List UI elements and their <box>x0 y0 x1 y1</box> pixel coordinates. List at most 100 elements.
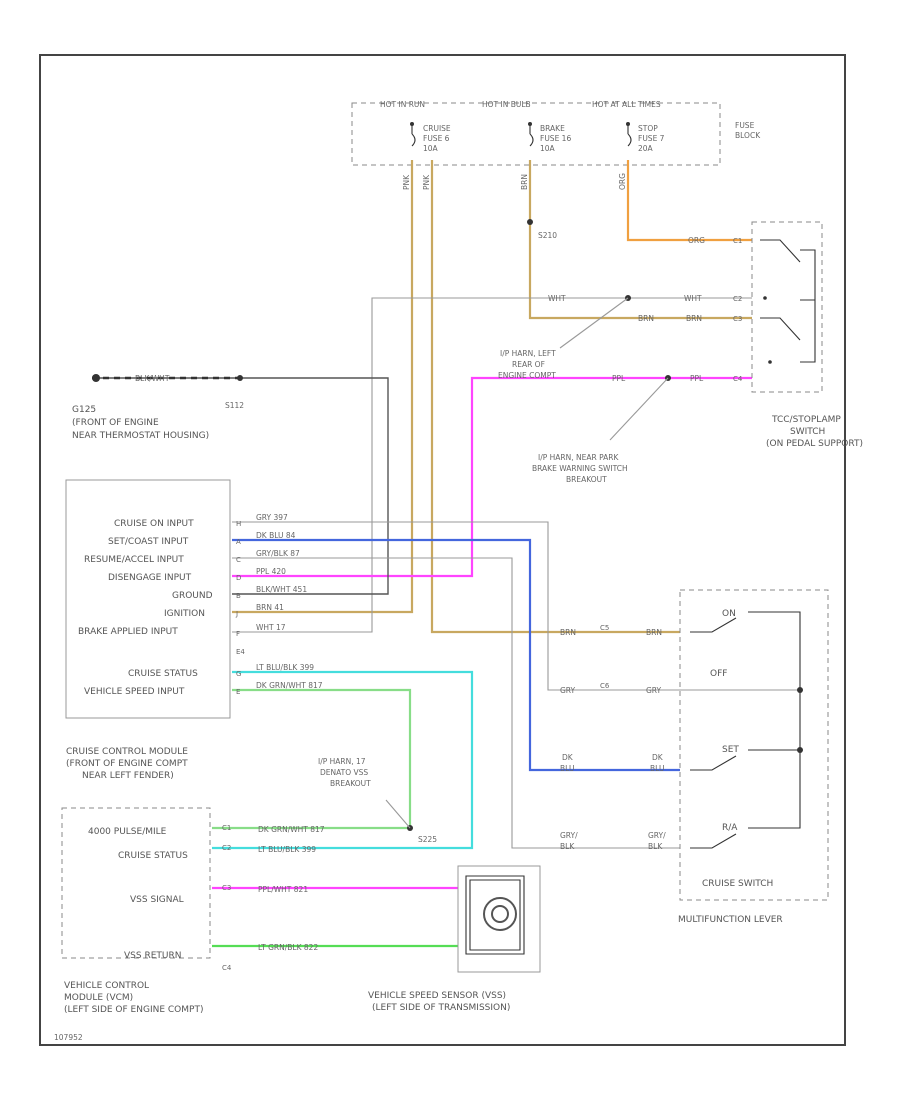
tag-wht-1: WHT <box>548 294 566 303</box>
wire-dkblu-set-coast <box>232 538 680 772</box>
ground-g125-terminal <box>92 374 100 382</box>
leader-harn-left <box>559 297 629 349</box>
wire-ppl-disengage <box>232 376 752 578</box>
splice-s210-dot <box>527 219 533 225</box>
switch-pos-off: OFF <box>710 669 727 679</box>
module-pin-extra: E4 <box>236 648 245 656</box>
module-pin: J <box>235 610 238 618</box>
tcc-pin-c2: C2 <box>733 295 742 303</box>
module-wire-label: PPL 420 <box>256 567 286 576</box>
module-pin: G <box>236 670 241 678</box>
module-wire-label: BRN 41 <box>256 603 284 612</box>
tag-gry-switch-1: GRY <box>560 686 576 695</box>
ip-harn-left-2: REAR OF <box>512 360 545 369</box>
module-input-cruise-on: CRUISE ON INPUT <box>114 519 194 529</box>
brake-fuse-label-1: BRAKE <box>540 124 565 133</box>
conn-c6: C6 <box>600 682 610 690</box>
module-wire-label: DK BLU 84 <box>256 531 296 540</box>
cruise-fuse-label-1: CRUISE <box>423 124 451 133</box>
module-input-ground: GROUND <box>172 591 213 601</box>
module-label-2: (FRONT OF ENGINE COMPT <box>66 759 188 769</box>
module-pin: B <box>236 592 241 600</box>
wire-brn-brake <box>528 160 752 320</box>
wire-gry-cruise-on <box>232 521 800 691</box>
tag-gryblk-2a: GRY/ <box>648 831 666 840</box>
switch-pos-on: ON <box>722 609 736 619</box>
cruise-fuse-label-2: FUSE 6 <box>423 134 450 143</box>
tag-ppl-1: PPL <box>612 374 626 383</box>
fuse-symbols <box>411 124 632 147</box>
module-input-set-coast: SET/COAST INPUT <box>108 537 189 547</box>
module-wire-label: DK GRN/WHT 817 <box>256 681 323 690</box>
stop-fuse-label-2: FUSE 7 <box>638 134 665 143</box>
hot-at-all-times-label: HOT AT ALL TIMES <box>592 100 661 109</box>
ip-harn-near-2: BRAKE WARNING SWITCH <box>532 464 628 473</box>
wire-ground-line <box>92 377 389 595</box>
splice-s112-label: S112 <box>225 401 244 410</box>
vcm-pin: C2 <box>222 844 231 852</box>
wire-orange-stoplamp <box>626 160 752 242</box>
cruise-switch-contacts <box>690 611 801 849</box>
tcc-switch-label-3: (ON PEDAL SUPPORT) <box>766 439 863 449</box>
ground-g125-label-3: NEAR THERMOSTAT HOUSING) <box>72 431 209 441</box>
tag-brn-3: BRN <box>686 314 702 323</box>
module-wire-label: GRY 397 <box>256 513 288 522</box>
module-wire-label: WHT 17 <box>256 623 286 632</box>
fuse-block-label-2: BLOCK <box>735 131 761 140</box>
vss-label-1: VEHICLE SPEED SENSOR (VSS) <box>368 991 506 1001</box>
tag-org-switch: ORG <box>688 236 705 245</box>
module-pin: H <box>236 520 241 528</box>
tag-gryblk-1a: GRY/ <box>560 831 578 840</box>
module-label-3: NEAR LEFT FENDER) <box>82 771 174 781</box>
ground-g125-label-2: (FRONT OF ENGINE <box>72 418 159 428</box>
conn-c5: C5 <box>600 624 609 632</box>
module-input-resume: RESUME/ACCEL INPUT <box>84 555 184 565</box>
tag-gryblk-1b: BLK <box>560 842 575 851</box>
module-input-cruise-status: CRUISE STATUS <box>128 669 198 679</box>
module-label-1: CRUISE CONTROL MODULE <box>66 747 188 757</box>
cruise-fuse-label-3: 10A <box>423 144 439 153</box>
tag-dkblu-2b: BLU <box>650 764 664 773</box>
tag-dkblu-2a: DK <box>652 753 664 762</box>
wire-pnk-ignition <box>232 160 414 614</box>
vcm-wire-label: PPL/WHT 821 <box>258 885 308 894</box>
vss-label-2: (LEFT SIDE OF TRANSMISSION) <box>372 1003 510 1013</box>
vss-housing <box>465 875 525 955</box>
tag-brn-fuse: BRN <box>520 174 529 190</box>
tcc-switch-contacts <box>760 239 816 363</box>
tag-dkblu-1a: DK <box>562 753 574 762</box>
tcc-pin-c3: C3 <box>733 315 742 323</box>
wire-ltblu-cruise-status <box>212 670 474 850</box>
tag-gry-switch-2: GRY <box>646 686 662 695</box>
stop-fuse-label-3: 20A <box>638 144 654 153</box>
module-wire-label: GRY/BLK 87 <box>256 549 300 558</box>
module-pin: A <box>236 538 241 546</box>
wire-dkgrn-vehicle-speed <box>212 688 412 830</box>
vehicle-control-module: 4000 PULSE/MILE CRUISE STATUS VSS SIGNAL… <box>61 807 325 1015</box>
vcm-wire-label: DK GRN/WHT 817 <box>258 825 325 834</box>
hot-in-bulb-label: HOT IN BULB <box>482 100 531 109</box>
splice-s225-label: S225 <box>418 835 437 844</box>
tcc-pin-c1: C1 <box>733 237 742 245</box>
ground-g125-label-1: G125 <box>72 405 96 415</box>
vcm-label-pulse: 4000 PULSE/MILE <box>88 827 167 837</box>
module-pin: D <box>236 574 241 582</box>
module-wire-label: LT BLU/BLK 399 <box>256 663 314 672</box>
module-pin: F <box>236 630 240 638</box>
tag-ppl-2: PPL <box>690 374 704 383</box>
tag-brn-switch-2: BRN <box>646 628 662 637</box>
tag-brn-2: BRN <box>638 314 654 323</box>
vcm-label-vss-signal: VSS SIGNAL <box>130 895 184 905</box>
vcm-label-3: (LEFT SIDE OF ENGINE COMPT) <box>64 1005 203 1015</box>
vcm-wire-label: LT GRN/BLK 822 <box>258 943 318 952</box>
fuse-block-label-1: FUSE <box>735 121 755 130</box>
tcc-switch-label-2: SWITCH <box>790 427 825 437</box>
tag-dkblu-1b: BLU <box>560 764 574 773</box>
vcm-label-1: VEHICLE CONTROL <box>64 981 149 991</box>
ip-harn-s225-3: BREAKOUT <box>330 779 371 788</box>
module-pin: E <box>236 688 240 696</box>
vcm-wire-label: LT BLU/BLK 399 <box>258 845 316 854</box>
tcc-pin-c4: C4 <box>733 375 743 383</box>
ip-harn-near-3: BREAKOUT <box>566 475 607 484</box>
